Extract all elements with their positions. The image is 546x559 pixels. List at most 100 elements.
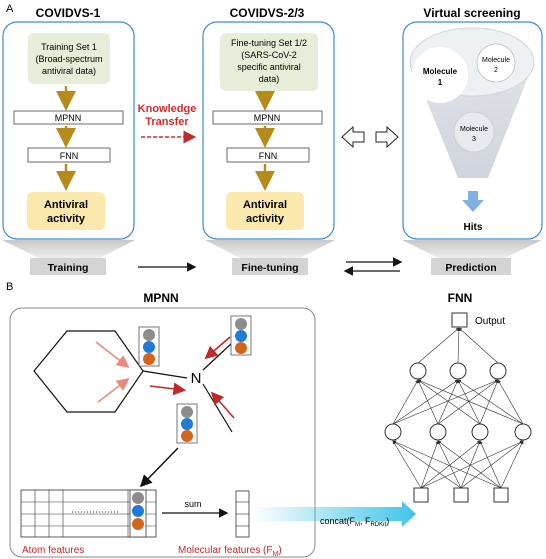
col1-title: COVIDVS-1 bbox=[36, 6, 101, 20]
fnn-edge-input-0-h1-1 bbox=[420, 440, 439, 489]
panel-b-letter: B bbox=[6, 281, 13, 293]
molecule-2-number: 2 bbox=[494, 67, 498, 74]
message-arrow-up bbox=[204, 336, 231, 360]
col1-output-box bbox=[27, 192, 105, 230]
shade-3 bbox=[402, 240, 542, 258]
molecule-1-label: Molecule bbox=[423, 67, 458, 76]
fnn-hidden2-node-0 bbox=[409, 362, 427, 380]
col2-fnn-label: FNN bbox=[259, 151, 278, 161]
fnn-edge-h1-1-h2-0 bbox=[417, 379, 439, 425]
fnn-edge-input-2-h1-2 bbox=[479, 440, 502, 489]
message-arrow-left bbox=[149, 382, 187, 396]
col1-training-line3: antiviral data) bbox=[42, 66, 96, 76]
col1-mpnn-box bbox=[13, 110, 124, 125]
col3-title: Virtual screening bbox=[423, 6, 520, 20]
col2-mpnn-label: MPNN bbox=[254, 113, 281, 123]
fnn-hidden1-node-1 bbox=[429, 423, 447, 441]
fnn-edge-input-2-h1-1 bbox=[437, 440, 502, 489]
message-arrow-down bbox=[210, 391, 235, 419]
col2-finetune-line3: specific antiviral bbox=[237, 62, 301, 72]
molecule-2-label: Molecule bbox=[482, 57, 510, 64]
concat-sub-rdkit: RDKit bbox=[371, 522, 387, 528]
fnn-edge-h1-2-h2-2 bbox=[479, 379, 499, 425]
stage-training: Training bbox=[48, 262, 89, 274]
col1-training-box bbox=[28, 33, 110, 84]
molecular-feature-vector bbox=[235, 490, 250, 538]
bond-ring-n bbox=[142, 370, 188, 379]
aggregate-arrow bbox=[139, 447, 179, 488]
molecular-features-text: Molecular features (F bbox=[178, 545, 272, 556]
col1-training-line1: Training Set 1 bbox=[41, 42, 97, 52]
fnn-edge-h1-3-h2-0 bbox=[417, 379, 524, 425]
fnn-hidden1-node-3 bbox=[514, 423, 532, 441]
feature-vector-3 bbox=[176, 403, 198, 444]
col1-mpnn-label: MPNN bbox=[55, 113, 82, 123]
fnn-edge-input-1-h1-2 bbox=[460, 440, 481, 489]
fnn-edge-h1-3-h2-1 bbox=[457, 379, 524, 425]
knowledge-label: Knowledge bbox=[138, 103, 197, 115]
col2-finetune-line4: data) bbox=[259, 74, 280, 84]
fnn-edge-h1-1-h2-1 bbox=[437, 379, 459, 425]
col1-fnn-label: FNN bbox=[60, 151, 79, 161]
col1-fnn-box bbox=[27, 147, 111, 163]
fnn-edge-h1-2-h2-0 bbox=[417, 379, 481, 425]
hits-arrow bbox=[462, 191, 484, 212]
mpnn-title: MPNN bbox=[143, 291, 178, 305]
atom-feature-matrix bbox=[20, 489, 157, 538]
molecule-3-number: 3 bbox=[472, 136, 476, 143]
stage-prediction-bar bbox=[431, 258, 511, 275]
swap-arrow-left bbox=[341, 125, 365, 149]
fnn-output-label: Output bbox=[475, 316, 505, 327]
sum-label: sum bbox=[184, 499, 201, 509]
molecule-3-label: Molecule bbox=[460, 126, 488, 133]
col2-fnn-box bbox=[226, 147, 310, 163]
fnn-edge-h1-0-h2-2 bbox=[392, 379, 499, 425]
hits-label: Hits bbox=[464, 222, 483, 233]
fnn-edge-h2-2-output bbox=[458, 327, 499, 364]
fnn-input-node-2 bbox=[493, 487, 509, 503]
fnn-edge-input-0-h1-0 bbox=[392, 440, 422, 489]
feature-vector-1 bbox=[138, 326, 160, 367]
concat-sub-m: M bbox=[355, 522, 360, 528]
fnn-edge-input-2-h1-0 bbox=[392, 440, 502, 489]
transfer-label: Transfer bbox=[145, 116, 189, 128]
concat-mid: , F bbox=[360, 516, 371, 526]
fnn-edge-h1-0-h2-0 bbox=[392, 379, 419, 425]
fnn-edge-input-0-h1-3 bbox=[420, 440, 524, 489]
col2-title: COVIDVS-2/3 bbox=[230, 6, 305, 20]
stage-prediction: Prediction bbox=[445, 262, 496, 274]
col2-mpnn-box bbox=[212, 110, 323, 125]
concat-text: concat(F bbox=[320, 516, 356, 526]
molecule-2 bbox=[476, 43, 516, 83]
col2-output-line1: Antiviral bbox=[243, 199, 287, 211]
fnn-hidden2-node-2 bbox=[489, 362, 507, 380]
fnn-edge-input-1-h1-3 bbox=[460, 440, 524, 489]
ring-message-arrow-2 bbox=[97, 378, 130, 403]
molecular-features-label: Molecular features (FM) bbox=[178, 545, 282, 558]
bond-n-down bbox=[202, 383, 233, 433]
concat-label: concat(FM, FRDKit) bbox=[320, 516, 389, 528]
col2-finetune-box bbox=[220, 33, 318, 91]
molecule-1 bbox=[412, 47, 468, 103]
col2-output-box bbox=[226, 192, 304, 230]
fnn-edge-input-1-h1-0 bbox=[392, 440, 462, 489]
nitrogen-atom: N bbox=[191, 370, 202, 387]
fnn-edge-h1-1-h2-2 bbox=[437, 379, 499, 425]
feature-vector-2 bbox=[230, 315, 252, 356]
fnn-edge-h1-2-h2-1 bbox=[457, 379, 481, 425]
col1-output-line2: activity bbox=[47, 213, 86, 225]
fnn-hidden1-node-0 bbox=[384, 423, 402, 441]
col2-output-line2: activity bbox=[246, 213, 285, 225]
fnn-edge-h1-0-h2-1 bbox=[392, 379, 459, 425]
stage-finetuning-bar bbox=[232, 258, 308, 275]
col1-output-line1: Antiviral bbox=[44, 199, 88, 211]
molecular-features-end: ) bbox=[278, 545, 281, 556]
fnn-edge-input-2-h1-3 bbox=[500, 440, 524, 489]
shade-1 bbox=[2, 240, 135, 258]
fnn-input-node-1 bbox=[453, 487, 469, 503]
fnn-edge-input-1-h1-1 bbox=[437, 440, 462, 489]
molecule-1-number: 1 bbox=[438, 78, 443, 87]
col2-finetune-line1: Fine-tuning Set 1/2 bbox=[231, 38, 307, 48]
fnn-edge-h2-0-output bbox=[417, 327, 460, 364]
col2-finetune-line2: (SARS-CoV-2 bbox=[241, 50, 297, 60]
